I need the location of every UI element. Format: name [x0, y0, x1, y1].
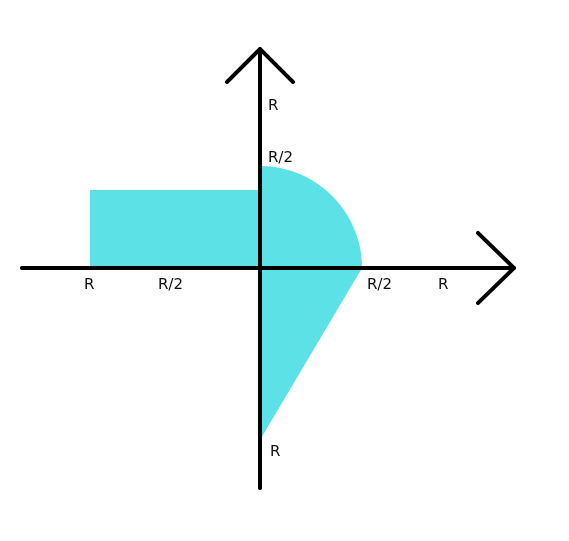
label-y-R: R [268, 96, 278, 114]
label-y-half: R/2 [268, 148, 293, 166]
axis-labels: R R/2 R/2 R R R/2 R [84, 96, 448, 460]
shaded-region [90, 166, 362, 440]
label-x-neg-R: R [84, 275, 94, 293]
region-quarter-circle [260, 166, 362, 268]
label-x-neg-half: R/2 [158, 275, 183, 293]
y-axis-arrowhead [225, 47, 295, 84]
axes [20, 47, 516, 490]
x-axis-arrowhead [476, 231, 516, 305]
label-x-R: R [438, 275, 448, 293]
region-rectangle [90, 190, 260, 268]
label-x-half: R/2 [367, 275, 392, 293]
region-triangle [260, 268, 362, 440]
label-y-neg-R: R [270, 442, 280, 460]
